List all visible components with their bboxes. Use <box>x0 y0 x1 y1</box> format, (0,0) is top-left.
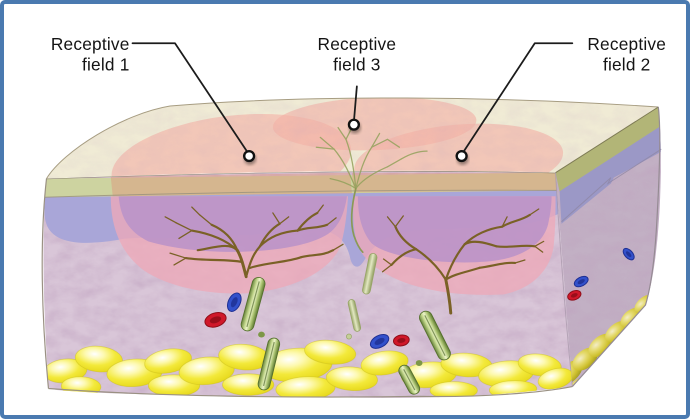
blood-cells <box>204 292 410 349</box>
dendrite-branches <box>164 204 344 279</box>
epidermis-bottom-line <box>44 189 558 198</box>
top-surface-outline <box>46 97 659 179</box>
blue-blood-cell <box>573 275 589 288</box>
label-receptive-field-2: Receptive field 2 <box>587 34 666 75</box>
label-receptive-field-1: Receptive field 1 <box>51 34 130 75</box>
epidermis-field2-tint <box>351 172 558 193</box>
side-epidermis-layer <box>555 106 661 192</box>
myelinated-axon <box>240 276 281 391</box>
free-nerve-tip <box>346 333 352 340</box>
dendrite-branches <box>381 208 545 315</box>
red-blood-cell <box>204 312 227 328</box>
receptive-field-1-projection-purple <box>118 196 347 252</box>
label-field1-line1: Receptive <box>51 34 130 54</box>
block-bottom-edge <box>48 385 573 398</box>
side-epidermis-edge-line <box>555 106 659 174</box>
leader-lines <box>131 42 574 154</box>
label-field2-line1: Receptive <box>587 34 666 54</box>
leader-line-field-2 <box>461 42 574 154</box>
label-field1-line2: field 1 <box>82 55 130 75</box>
myelin-segment <box>398 364 421 395</box>
block-right-edge <box>571 106 661 387</box>
hypodermis-fat-layer <box>43 339 573 398</box>
node-of-ranvier <box>258 331 265 338</box>
leader-line-field-1 <box>131 42 250 154</box>
sensory-neuron-field1 <box>164 204 344 391</box>
epidermis-field1-tint <box>110 172 352 197</box>
side-papillary-edge-line <box>561 148 662 223</box>
node-of-ranvier <box>415 360 423 366</box>
free-nerve-stem <box>350 187 364 254</box>
red-blood-cell <box>567 290 582 301</box>
field-markers <box>242 118 469 165</box>
red-blood-cell <box>393 334 410 347</box>
free-nerve-fine-branches <box>315 126 428 190</box>
blue-blood-cell <box>226 292 242 312</box>
label-receptive-field-3: Receptive field 3 <box>318 34 397 75</box>
free-nerve-sheath-segment <box>362 253 378 295</box>
skin-block <box>41 97 662 398</box>
label-field3-line1: Receptive <box>318 34 397 54</box>
myelin-segment <box>240 276 266 332</box>
block-left-edge <box>41 178 50 389</box>
free-nerve-ending-field3 <box>315 126 428 340</box>
marker-dot-field-1 <box>242 149 256 163</box>
marker-dot-field-3 <box>347 118 361 131</box>
myelin-segment <box>419 310 451 361</box>
sensory-neuron-field2 <box>381 208 545 395</box>
label-field3-line2: field 3 <box>333 55 381 75</box>
marker-dot-field-2 <box>455 149 468 163</box>
myelin-segment <box>257 337 281 391</box>
side-blood-cells <box>567 247 635 301</box>
leader-line-field-3 <box>353 85 358 123</box>
side-papillary-layer <box>559 123 661 224</box>
blue-blood-cell <box>369 333 390 349</box>
front-side-corner-edge <box>555 172 573 387</box>
skin-receptive-fields-illustration: Receptive field 1 Receptive field 3 Rece… <box>41 34 666 398</box>
free-nerve-sheath-segment <box>347 299 362 332</box>
epidermis-layer <box>44 172 558 198</box>
myelinated-axon <box>398 310 451 395</box>
label-field2-line2: field 2 <box>603 55 651 75</box>
blue-blood-cell <box>622 247 635 261</box>
